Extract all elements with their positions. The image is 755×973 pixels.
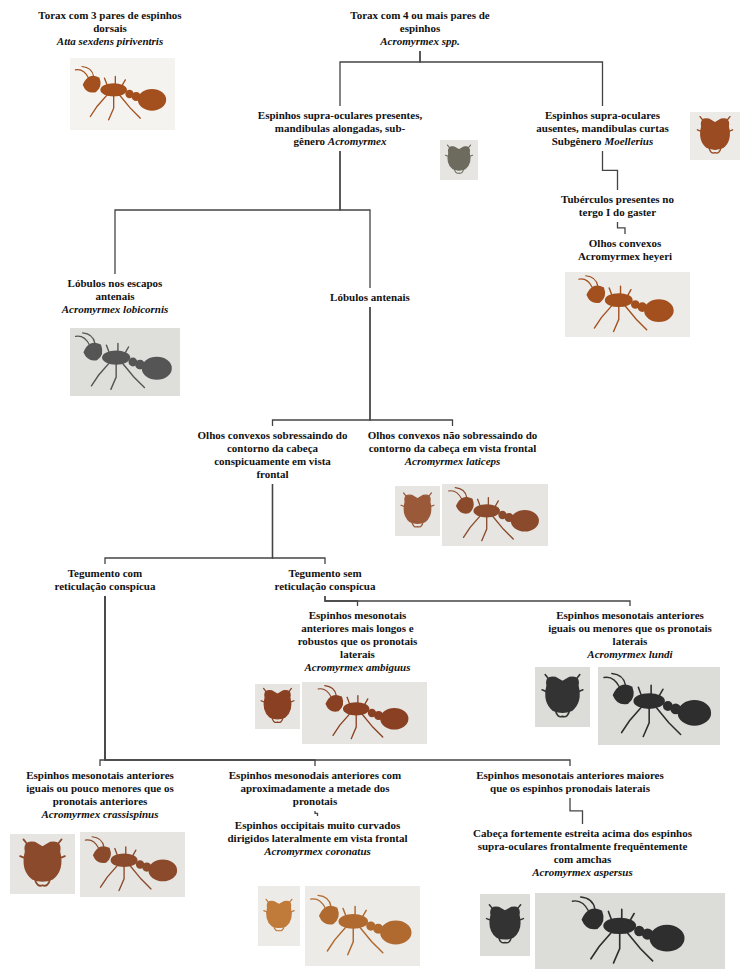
key-text: Espinhos occipitais muito curvados dirig… [222,819,413,845]
key-text: Lóbulos antenais [322,291,418,304]
key-text: Torax com 3 pares de espinhos dorsais [37,9,183,35]
ant-photo [75,67,165,120]
key-connector [325,596,630,606]
key-connector [100,596,105,766]
key-text: Espinhos mesonodais anteriores com aprox… [222,769,408,808]
taxon-name: Moellerius [604,135,653,147]
key-text: Acromyrmex heyeri [572,250,678,263]
key-connector [570,798,583,824]
ant-photo [76,333,171,390]
head-photo [401,493,434,527]
ant-photo [85,837,176,891]
key-step: Olhos convexos sobressaindo do contorno … [195,428,350,482]
key-text: Olhos convexos [572,237,678,250]
key-connector [370,307,453,426]
photo-frame [70,58,175,130]
photo-frame [305,886,420,966]
head-photo [487,905,524,943]
taxon-name: Acromyrmex [328,135,387,147]
photo-frame [10,834,75,894]
taxon-name: Acromyrmex spp. [347,35,493,48]
key-text: Lóbulos nos escapos antenais [47,277,183,303]
key-step: Tegumento com reticulação conspícua [50,566,160,594]
key-text: Tubérculos presentes no tergo I do gaste… [552,193,683,219]
key-step: Tegumento sem reticulação conspícua [265,566,385,594]
ant-photo [311,895,411,954]
photo-frame [690,112,740,160]
key-step: Lóbulos antenais [320,290,420,305]
key-step: Espinhos mesonotais anteriores iguais ou… [540,608,720,662]
key-step: Torax com 3 pares de espinhos dorsaisAtt… [35,8,185,49]
key-connector [340,151,370,288]
key-text: Espinhos mesonotais anteriores maiores q… [467,769,673,795]
key-step: Espinhos occipitais muito curvados dirig… [220,818,415,859]
ant-photo [579,276,673,332]
key-connector [315,811,318,816]
photo-frame [80,832,185,897]
key-connector [340,51,420,106]
key-connector [115,151,340,274]
key-step: Espinhos mesonotais anteriores mais long… [290,608,425,675]
key-step: Torax com 4 ou mais pares de espinhosAcr… [345,8,495,49]
key-text: Espinhos mesonotais anteriores iguais ou… [12,769,188,808]
taxon-name: Acromyrmex laticeps [357,455,548,468]
key-step: Espinhos mesonotais anteriores maiores q… [465,768,675,796]
key-step: Tubérculos presentes no tergo I do gaste… [550,192,685,220]
taxon-name: Acromyrmex crassispinus [12,808,188,821]
key-text: Tegumento sem reticulação conspícua [267,567,383,593]
photo-frame [440,140,478,180]
head-photo [697,117,732,153]
key-text: Espinhos mesonotais anteriores iguais ou… [542,609,718,648]
taxon-name: Acromyrmex ambiguus [292,661,423,674]
photo-frame [442,484,548,546]
key-connector [105,484,273,564]
key-step: Olhos convexosAcromyrmex heyeri [570,236,680,264]
taxon-name: Acromyrmex lobicornis [47,303,183,316]
key-step: Espinhos supra-oculares presentes, mandi… [255,108,425,149]
key-connector [105,596,570,766]
photo-frame [302,682,427,744]
head-photo [20,839,65,885]
key-connector [420,51,603,106]
ant-photo [604,674,710,737]
photo-frame [535,667,590,727]
key-connector [273,307,371,426]
key-text: Espinhos mesonotais anteriores mais long… [292,609,423,661]
ant-photo [449,488,538,541]
key-step: Olhos convexos não sobressaindo do conto… [355,428,550,469]
photo-frame [258,886,300,946]
photo-frame [480,894,530,956]
key-step: Espinhos mesonotais anteriores iguais ou… [10,768,190,822]
ant-photo [318,686,407,739]
photo-frame [70,328,180,396]
photo-frame [395,486,440,536]
taxon-name: Acromyrmex lundi [542,648,718,661]
key-text: Torax com 4 ou mais pares de espinhos [347,9,493,35]
ant-photo [572,897,683,963]
head-photo [264,899,294,930]
key-step: Cabeça fortemente estreita acima dos esp… [470,826,695,880]
key-connector [105,596,315,766]
key-text: Olhos convexos sobressaindo do contorno … [197,429,348,481]
key-text: Tegumento com reticulação conspícua [52,567,158,593]
taxon-name: Atta sexdens piriventris [37,35,183,48]
key-step: Lóbulos nos escapos antenaisAcromyrmex l… [45,276,185,317]
photo-frame [565,272,690,337]
photo-frame [535,893,725,969]
photo-frame [255,684,300,729]
head-photo [445,145,472,173]
head-photo [261,688,294,722]
taxon-name: Acromyrmex aspersus [472,866,693,879]
photo-frame [598,667,720,745]
key-connector [273,484,326,564]
key-connector [603,151,618,190]
key-step: Espinhos mesonodais anteriores com aprox… [220,768,410,809]
key-step: Espinhos supra-oculares ausentes, mandib… [530,108,675,149]
head-photo [542,675,583,717]
taxon-name: Acromyrmex coronatus [222,845,413,858]
key-text: Cabeça fortemente estreita acima dos esp… [472,827,693,866]
key-text: Olhos convexos não sobressaindo do conto… [357,429,548,455]
key-connector [618,222,626,234]
